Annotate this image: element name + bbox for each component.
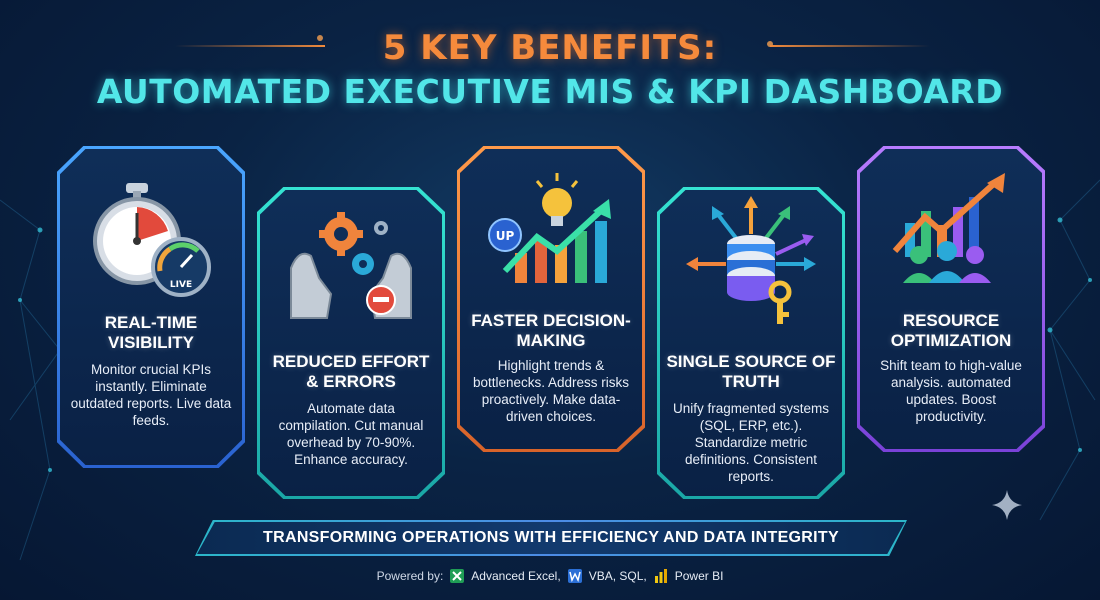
card-description: Shift team to high-value analysis. autom… bbox=[880, 358, 1022, 424]
excel-icon bbox=[450, 569, 465, 583]
card-description: Highlight trends & bottlenecks. Address … bbox=[472, 358, 630, 424]
card-description: Unify fragmented systems (SQL, ERP, etc.… bbox=[672, 401, 830, 484]
card-description: Automate data compilation. Cut manual ov… bbox=[278, 401, 424, 467]
benefit-card-faster-decision-making: UP FASTER DECISION-MAKING Highlight tren… bbox=[457, 146, 645, 452]
title-divider-left bbox=[175, 45, 325, 47]
powered-by-label: Powered by: bbox=[376, 569, 444, 583]
power-bi-icon bbox=[654, 569, 667, 583]
database-key-icon bbox=[660, 194, 842, 334]
tool-excel: Advanced Excel, bbox=[471, 569, 561, 583]
card-heading: SINGLE SOURCE OF TRUTH bbox=[666, 352, 836, 391]
title-line-1: 5 KEY BENEFITS: bbox=[382, 28, 718, 68]
card-heading: REAL-TIME VISIBILITY bbox=[104, 313, 198, 352]
tagline-text: TRANSFORMING OPERATIONS WITH EFFICIENCY … bbox=[263, 529, 839, 546]
sparkle-icon bbox=[992, 490, 1022, 520]
lightbulb-chart-icon: UP bbox=[460, 171, 642, 291]
benefit-card-single-source-of-truth: SINGLE SOURCE OF TRUTH Unify fragmented … bbox=[657, 187, 845, 499]
title-divider-right bbox=[770, 45, 930, 47]
benefit-card-real-time-visibility: LIVE REAL-TIME VISIBILITY Monitor crucia… bbox=[57, 146, 245, 468]
card-heading: FASTER DECISION-MAKING bbox=[471, 311, 631, 350]
tool-vba-sql: VBA, SQL, bbox=[588, 569, 647, 583]
powered-by-footer: Powered by: Advanced Excel, VBA, SQL, Po… bbox=[0, 568, 1100, 584]
title-line-2: AUTOMATED EXECUTIVE MIS & KPI DASHBOARD bbox=[96, 72, 1004, 111]
card-description: Monitor crucial KPIs instantly. Eliminat… bbox=[70, 362, 232, 428]
tagline-banner: TRANSFORMING OPERATIONS WITH EFFICIENCY … bbox=[195, 520, 907, 556]
tool-power-bi: Power BI bbox=[674, 569, 724, 583]
benefit-card-reduced-effort: REDUCED EFFORT & ERRORS Automate data co… bbox=[257, 187, 445, 499]
team-growth-chart-icon bbox=[860, 171, 1042, 291]
stopwatch-gauge-icon: LIVE bbox=[60, 179, 242, 299]
word-icon bbox=[567, 569, 582, 583]
page-title: 5 KEY BENEFITS: AUTOMATED EXECUTIVE MIS … bbox=[0, 28, 1100, 111]
robot-hands-gears-icon bbox=[260, 208, 442, 328]
card-heading: REDUCED EFFORT & ERRORS bbox=[272, 352, 430, 391]
card-heading: RESOURCE OPTIMIZATION bbox=[890, 311, 1012, 350]
benefit-card-resource-optimization: RESOURCE OPTIMIZATION Shift team to high… bbox=[857, 146, 1045, 452]
svg-text:UP: UP bbox=[496, 229, 515, 243]
svg-text:LIVE: LIVE bbox=[170, 280, 192, 290]
